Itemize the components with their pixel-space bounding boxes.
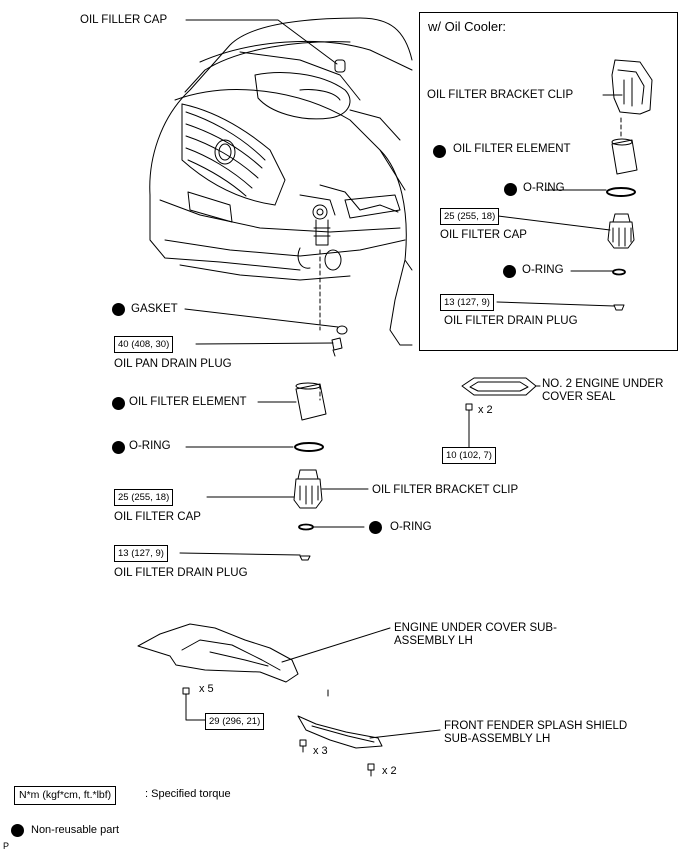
oil-filter-bracket-clip-label: OIL FILTER BRACKET CLIP [372,484,519,496]
oil-filter-cap-label: OIL FILTER CAP [114,511,201,523]
cap-torque-box: 25 (255, 18) [114,489,174,506]
inset-cap-torque-box: 25 (255, 18) [440,208,500,225]
inset-oil-filter-bracket-clip-part [611,59,653,115]
no2-engine-under-cover-seal-part [461,377,537,396]
inset-oil-filter-cap-part [607,213,635,249]
inset-drain-plug-torque-box: 13 (127, 9) [440,294,494,311]
engine-under-cover-label: ENGINE UNDER COVER SUB-ASSEMBLY LH [394,622,557,647]
vehicle-front-illustration [149,17,413,346]
drain-plug-torque-box: 13 (127, 9) [114,545,168,562]
inset-cap-label: OIL FILTER CAP [440,229,527,241]
gasket-non-reusable-marker [112,303,125,316]
engine-under-cover-part [137,623,299,683]
oil-filter-drain-plug-part [299,555,311,561]
oil-pan-drain-plug-part [331,337,343,357]
o-ring-non-reusable-marker-1 [112,441,125,454]
oil-filler-cap-label: OIL FILLER CAP [80,14,168,26]
o-ring-non-reusable-marker-2 [369,521,382,534]
inset-oil-filter-element-part [611,138,638,175]
splash-shield-bolt-quantity-1: x 3 [313,745,328,757]
inset-o-ring-part [606,187,636,197]
legend-non-reusable-marker [11,824,24,837]
filter-element-non-reusable-marker [112,397,125,410]
bolt-part [465,403,473,421]
corner-mark: P [3,841,10,851]
o-ring-label-2: O-RING [390,521,432,533]
small-o-ring-part [298,523,314,531]
oil-filler-cap-part [334,59,346,73]
oil-pan-drain-plug-label: OIL PAN DRAIN PLUG [114,358,232,370]
front-fender-splash-shield-part [297,715,383,749]
oil-filter-element-label: OIL FILTER ELEMENT [129,396,247,408]
splash-shield-label: FRONT FENDER SPLASH SHIELD SUB-ASSEMBLY … [444,720,628,745]
inset-small-o-ring-part [612,268,626,276]
oil-filter-cap-part [293,469,323,509]
gasket-label: GASKET [131,303,178,315]
legend-non-reusable-label: Non-reusable part [31,824,120,836]
gasket-part [336,325,348,335]
under-cover-torque-box: 29 (296, 21) [205,713,265,730]
seal-bolt-quantity: x 2 [478,404,493,416]
inset-bracket-clip-label: OIL FILTER BRACKET CLIP [427,89,574,101]
legend-torque-description: : Specified torque [145,788,231,800]
under-cover-bolt-quantity: x 5 [199,683,214,695]
oil-filter-drain-plug-label: OIL FILTER DRAIN PLUG [114,567,248,579]
inset-o-ring-label-2: O-RING [522,264,564,276]
oil-cooler-inset [419,12,678,351]
legend-torque-unit-box: N*m (kgf*cm, ft.*lbf) [14,786,117,805]
no2-engine-under-cover-seal-label: NO. 2 ENGINE UNDER COVER SEAL [542,378,664,403]
inset-title: w/ Oil Cooler: [428,19,507,34]
oil-pan-plug-torque-box: 40 (408, 30) [114,336,174,353]
o-ring-label-1: O-RING [129,440,171,452]
inset-o-ring-label-1: O-RING [523,182,565,194]
inset-non-reusable-marker-3 [503,265,516,278]
splash-shield-bolt-quantity-2: x 2 [382,765,397,777]
inset-non-reusable-marker-1 [433,145,446,158]
inset-drain-plug-part [613,304,625,311]
seal-bolt-torque-box: 10 (102, 7) [442,447,496,464]
inset-non-reusable-marker-2 [504,183,517,196]
inset-drain-plug-label: OIL FILTER DRAIN PLUG [444,315,578,327]
o-ring-part [294,442,324,452]
inset-filter-element-label: OIL FILTER ELEMENT [453,143,571,155]
oil-filter-element-part [295,382,327,421]
